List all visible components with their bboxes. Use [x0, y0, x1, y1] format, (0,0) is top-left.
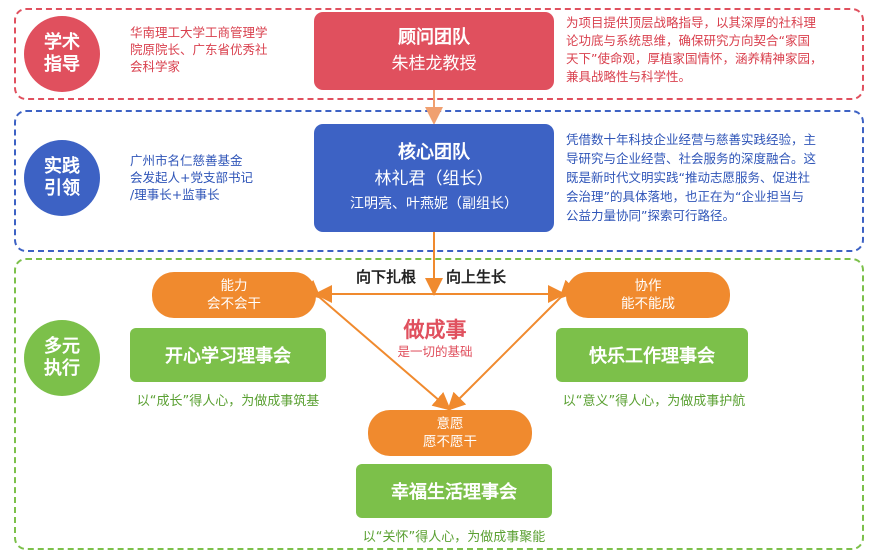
core-team-note: 凭借数十年科技企业经营与慈善实践经验，主 导研究与企业经营、社会服务的深度融合。… [566, 132, 817, 223]
learning-council-caption: 以“成长”得人心，为做成事筑基 [136, 394, 320, 409]
capability-pill: 能力 会不会干 [152, 272, 316, 318]
roots-label: 向下扎根 [356, 268, 417, 286]
core-team-leader: 林礼君（组长） [374, 169, 494, 189]
diverse-execution-band [14, 258, 864, 550]
core-team-deputy: 江明亮、叶燕妮（副组长） [350, 196, 518, 212]
life-council-caption: 以“关怀”得人心，为做成事聚能 [362, 530, 546, 545]
willingness-pill: 意愿 愿不愿干 [368, 410, 532, 456]
work-council-caption: 以“意义”得人心，为做成事护航 [562, 394, 746, 409]
arrow-right-to-bottom [447, 279, 579, 411]
life-council-box: 幸福生活理事会 [356, 464, 552, 518]
center-subtitle: 是一切的基础 [397, 344, 473, 359]
core-team-title: 核心团队 [398, 142, 470, 163]
advisory-team-name: 朱桂龙教授 [391, 54, 477, 74]
academic-advisor-description: 华南理工大学工商管理学 院原院长、广东省优秀社 会科学家 [130, 25, 268, 74]
collaboration-pill: 协作 能不能成 [566, 272, 730, 318]
academic-guidance-tag: 学术指导 [24, 16, 100, 92]
learning-council-box: 开心学习理事会 [130, 328, 326, 382]
advisory-team-box: 顾问团队 朱桂龙教授 [314, 12, 554, 90]
core-team-box: 核心团队 林礼君（组长） 江明亮、叶燕妮（副组长） [314, 124, 554, 232]
practice-leadership-tag: 实践引领 [24, 140, 100, 216]
grow-label: 向上生长 [446, 268, 507, 286]
academic-guidance-band [14, 8, 864, 100]
practice-leader-description: 广州市名仁慈善基金 会发起人+党支部书记 /理事长+监事长 [130, 153, 253, 202]
advisory-team-title: 顾问团队 [398, 27, 470, 48]
diverse-execution-tag: 多元执行 [24, 320, 100, 396]
center-title: 做成事 [403, 318, 467, 342]
arrow-left-to-bottom [301, 280, 452, 411]
advisory-team-note: 为项目提供顶层战略指导，以其深厚的社科理 论功底与系统思维，确保研究方向契合“家… [566, 15, 823, 84]
work-council-box: 快乐工作理事会 [556, 328, 748, 382]
